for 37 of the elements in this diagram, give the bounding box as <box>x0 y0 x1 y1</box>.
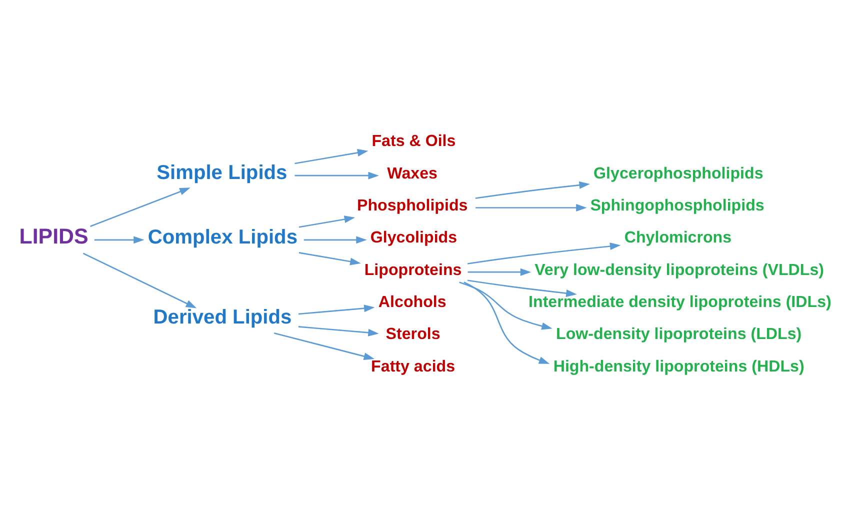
arrow <box>475 181 590 199</box>
arrow <box>94 236 144 244</box>
node-text: Alcohols <box>378 293 446 312</box>
arrow <box>294 149 368 164</box>
node-text: Lipoproteins <box>364 260 462 279</box>
node-text: Simple Lipids <box>156 162 288 184</box>
arrow <box>467 280 577 297</box>
arrow <box>298 326 379 336</box>
node-text: Chylomicrons <box>624 228 732 247</box>
arrow <box>467 242 621 264</box>
node-text: Very low-density lipoproteins (VLDLs) <box>534 260 824 279</box>
node-text: Phospholipids <box>356 196 468 215</box>
arrow <box>298 304 375 315</box>
node-text: Complex Lipids <box>148 226 298 248</box>
node-text: Low-density lipoproteins (LDLs) <box>556 325 802 344</box>
node-text: Fatty acids <box>371 357 456 376</box>
node-text: Waxes <box>387 164 438 182</box>
node-text: Glycolipids <box>370 228 458 247</box>
node-text: High-density lipoproteins (HDLs) <box>553 357 804 376</box>
arrow <box>476 204 587 212</box>
arrow <box>459 282 552 330</box>
node-text: Sphingophospholipids <box>590 196 764 215</box>
node-text: Sterols <box>386 325 440 344</box>
node-text: Derived Lipids <box>153 306 292 329</box>
arrow <box>294 172 379 180</box>
arrow <box>464 282 550 364</box>
node-text: Fats & Oils <box>372 132 456 150</box>
arrow <box>298 216 356 228</box>
node-text: LIPIDS <box>19 224 88 249</box>
arrow <box>468 268 532 276</box>
arrow <box>274 332 375 360</box>
arrow <box>90 188 190 228</box>
arrow <box>82 252 197 308</box>
arrow <box>298 252 361 266</box>
arrow <box>304 236 367 244</box>
node-text: Intermediate density lipoproteins (IDLs) <box>528 293 832 312</box>
node-text: Glycerophospholipids <box>594 164 764 182</box>
